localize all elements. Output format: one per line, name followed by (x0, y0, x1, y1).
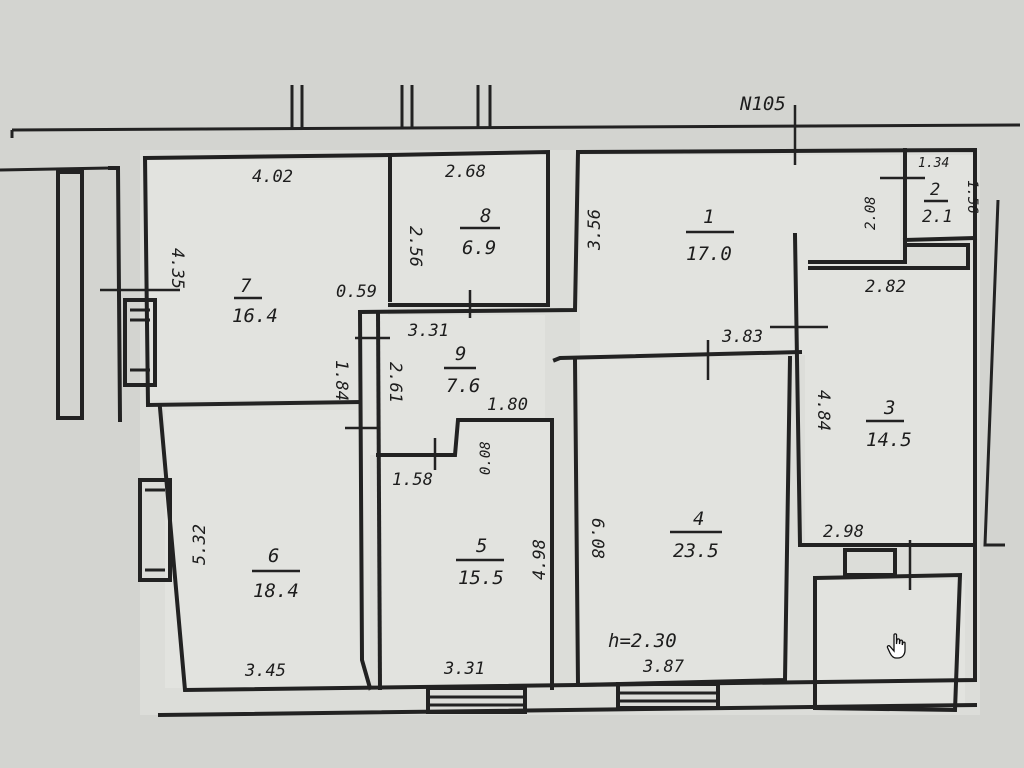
dim-r4-top: 3.83 (721, 327, 763, 347)
dim-r7-door: 0.59 (336, 282, 377, 302)
right-exterior (983, 199, 1005, 547)
dim-r5-bottom: 3.31 (443, 659, 485, 679)
window-3-balcony (843, 548, 897, 577)
hand-pointer-icon (886, 633, 906, 659)
dim-r4-left: 6.08 (587, 518, 607, 559)
window-bottom-5-panes (430, 695, 523, 707)
room-1-number: 1 (703, 206, 714, 228)
wall-room-3 (792, 232, 977, 547)
dim-r6-left: 5.32 (190, 524, 210, 565)
dim-r9-right: 1.80 (487, 395, 528, 415)
dim-r6-bottom: 3.45 (244, 661, 286, 681)
dim-r7-top: 4.02 (252, 167, 293, 187)
building-outline-top (11, 123, 1021, 132)
dim-r9-left: 1.84 (331, 360, 351, 401)
top-columns (290, 85, 492, 130)
wall-room-8 (142, 149, 550, 307)
room-6-number: 6 (268, 545, 279, 567)
dim-r5-corner: 1.58 (392, 470, 433, 490)
room-8-area: 6.9 (462, 237, 496, 259)
room-3-area: 14.5 (866, 429, 912, 451)
room-4-area: 23.5 (673, 540, 719, 562)
room-6-area: 18.4 (253, 580, 299, 602)
dim-r8-left: 2.56 (405, 226, 425, 267)
room-4-number: 4 (693, 508, 704, 530)
room-7 (148, 160, 388, 400)
window-bottom-5 (426, 686, 527, 714)
window-left-6 (138, 478, 172, 582)
window-left-6-panes (145, 488, 165, 572)
room-3-number: 3 (883, 397, 895, 419)
window-bottom-4-panes (620, 691, 716, 703)
window-bottom-4 (616, 682, 720, 710)
wall-room-2 (808, 235, 978, 270)
plan-header: N105 (739, 93, 786, 115)
dim-r3-left: 4.84 (813, 390, 833, 431)
room-8-number: 8 (480, 205, 491, 227)
room-7-area: 16.4 (232, 305, 278, 327)
wall-stairwell (813, 572, 963, 713)
dim-r3-top: 2.82 (865, 277, 906, 297)
left-balcony (56, 170, 84, 420)
wall-room-7 (142, 155, 363, 408)
dim-r9-inner: 2.61 (385, 362, 405, 403)
wall-2-3 (808, 148, 907, 264)
dim-r5-right: 4.98 (530, 539, 550, 580)
room-6 (165, 410, 370, 688)
room-5 (380, 420, 550, 685)
dim-r3-bottom: 2.98 (823, 522, 864, 542)
left-exterior-wall (108, 166, 123, 423)
room-5-area: 15.5 (458, 567, 504, 589)
room-9-area: 7.6 (446, 375, 480, 397)
wall-top-4 (552, 349, 803, 363)
dim-r2-top: 1.34 (918, 156, 949, 171)
dim-r4-bottom: 3.87 (642, 657, 685, 677)
room-4 (580, 360, 790, 682)
dim-r1-left: 3.56 (585, 209, 605, 251)
dim-r2-right: 1.56 (964, 180, 980, 214)
wall-bottom-outer (157, 702, 978, 718)
dim-r2-left: 2.08 (863, 196, 879, 230)
wall-room-5 (376, 418, 554, 690)
dim-r9-top: 3.31 (407, 321, 449, 341)
dim-r5-notch: 0.08 (478, 441, 494, 475)
door-markers (100, 105, 925, 590)
ceiling-height: h=2.30 (608, 630, 677, 652)
dim-r7-left: 4.35 (167, 248, 187, 289)
room-2-area: 2.1 (922, 207, 953, 227)
room-7-number: 7 (240, 275, 252, 297)
stairwell (815, 580, 965, 705)
room-1-area: 17.0 (686, 243, 732, 265)
dim-r8-top: 2.68 (445, 162, 486, 182)
building-outline-left (0, 166, 111, 172)
room-2-number: 2 (930, 180, 940, 200)
wall-9-5 (375, 309, 383, 691)
room-5-number: 5 (476, 535, 487, 557)
room-3 (805, 270, 973, 545)
room-9-number: 9 (455, 343, 466, 365)
room-2 (905, 155, 975, 240)
